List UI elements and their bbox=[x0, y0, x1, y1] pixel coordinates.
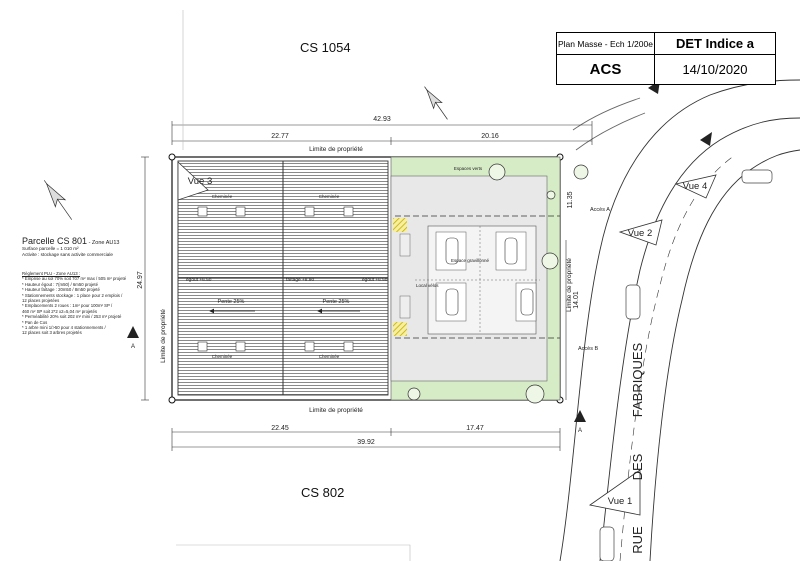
plu-rule: * 1 arbre mini 1/>50 pour 4 stationnemen… bbox=[22, 325, 106, 331]
parcel-south-label: CS 802 bbox=[301, 485, 345, 500]
dimension-lines bbox=[141, 121, 593, 451]
cheminee-label-4: Cheminée bbox=[319, 354, 340, 359]
faitage-label: faîtage +8.90 bbox=[286, 277, 314, 283]
limit-top-label: Limite de propriété bbox=[309, 146, 363, 153]
plu-rule: * Pan de Cos bbox=[22, 319, 48, 325]
trees bbox=[407, 163, 589, 404]
plu-rule: * Hauteur faîtage : 20m50 / 8m50 projeté bbox=[22, 287, 100, 293]
limit-left-label: Limite de propriété bbox=[160, 309, 167, 363]
acces-b-label: Accès B bbox=[578, 346, 599, 352]
espaces-verts-label: Espaces verts bbox=[454, 166, 483, 171]
plu-rule: 12 places projetées bbox=[22, 298, 60, 304]
dim-right-height: 14.01 bbox=[573, 291, 580, 309]
dim-bottom-total: 39.92 bbox=[357, 439, 375, 446]
section-a-right: A bbox=[578, 428, 582, 434]
local-velos-label: Local vélos bbox=[416, 283, 439, 288]
street-rue-label: RUE bbox=[630, 526, 645, 554]
street-des-label: DES bbox=[630, 453, 645, 480]
parcel-title: Parcelle CS 801 bbox=[22, 236, 88, 246]
street-fabriques-label: FABRIQUES bbox=[630, 342, 645, 417]
vue4-label: Vue 4 bbox=[683, 181, 707, 192]
dim-top-total: 42.93 bbox=[373, 116, 391, 123]
parcel-zone: - Zone AU13 bbox=[87, 240, 120, 246]
limit-bottom-label: Limite de propriété bbox=[309, 407, 363, 414]
plu-rule: * Emplacements 2 roues : 1m² pour 100m² … bbox=[22, 303, 113, 309]
dim-bottom-right: 17.47 bbox=[466, 425, 484, 432]
date-label: 14/10/2020 bbox=[682, 62, 748, 77]
vue1-label: Vue 1 bbox=[608, 496, 632, 507]
dim-right-small: 11.35 bbox=[567, 191, 574, 208]
warehouse-roof bbox=[177, 160, 389, 396]
plu-rules: Règlement PLU - Zone AU13 : * Emprise au… bbox=[22, 271, 162, 336]
plu-rule: Règlement PLU - Zone AU13 : bbox=[22, 271, 81, 276]
indice-label: DET Indice a bbox=[655, 33, 775, 55]
section-a-left: A bbox=[131, 344, 135, 350]
plu-rule: 12 places soit 3 arbres projetés bbox=[22, 330, 82, 336]
plu-rule: * Stationnements stockage : 1 place pour… bbox=[22, 292, 123, 298]
section-marker-icon bbox=[127, 326, 586, 422]
plu-rule: * Emprise au sol 70% soit 707 m² max / 5… bbox=[22, 276, 127, 282]
parcel-info: Parcelle CS 801 - Zone AU13 Surface parc… bbox=[22, 236, 157, 257]
vue3-label: Vue 3 bbox=[188, 176, 212, 187]
egout-right-label: égout +6.50 bbox=[362, 277, 388, 283]
plan-scale-label: Plan Masse - Ech 1/200e bbox=[557, 33, 655, 55]
parking-area bbox=[393, 215, 560, 339]
cheminee-label-3: Cheminée bbox=[212, 354, 233, 359]
pente-left-label: Pente 25% bbox=[218, 299, 245, 305]
road-cars bbox=[599, 169, 773, 561]
parcel-activity: Activite : stockage sans activite commer… bbox=[22, 251, 113, 257]
limit-right-label: Limite de propriété bbox=[566, 258, 573, 312]
plu-rule: * Perméabilité 20% soit 202 m² mini / 25… bbox=[22, 314, 122, 320]
acces-a-label: Accès A bbox=[590, 207, 610, 213]
title-block: Plan Masse - Ech 1/200e DET Indice a ACS… bbox=[556, 32, 776, 85]
cheminee-label-1: Cheminée bbox=[212, 194, 233, 199]
company-label: ACS bbox=[557, 55, 655, 84]
dim-top-right: 20.16 bbox=[481, 133, 499, 140]
plu-rule: * Hauteur égout : 7(m50) / 6m50 projeté bbox=[22, 281, 98, 287]
cheminee-label-2: Cheminée bbox=[319, 194, 340, 199]
view-cones bbox=[177, 161, 717, 516]
vue2-label: Vue 2 bbox=[628, 228, 652, 239]
neighbor-lines bbox=[176, 10, 411, 561]
dim-bottom-left: 22.45 bbox=[271, 425, 289, 432]
dim-top-left: 22.77 bbox=[271, 133, 289, 140]
north-arrow-icon bbox=[43, 86, 448, 220]
road bbox=[559, 79, 800, 561]
parcel-north-label: CS 1054 bbox=[300, 40, 351, 55]
plu-rule: 460 m² SP soit 2*2 x2=5,04 m² projetés bbox=[22, 308, 98, 314]
egout-left-label: égout +6.50 bbox=[186, 277, 212, 283]
dim-left-height: 24.97 bbox=[137, 271, 144, 289]
espace-gravillonne-label: Espace gravillonné bbox=[451, 258, 490, 263]
parcel-surface: Surface parcelle = 1 010 m² bbox=[22, 246, 79, 251]
pente-right-label: Pente 25% bbox=[323, 299, 350, 305]
